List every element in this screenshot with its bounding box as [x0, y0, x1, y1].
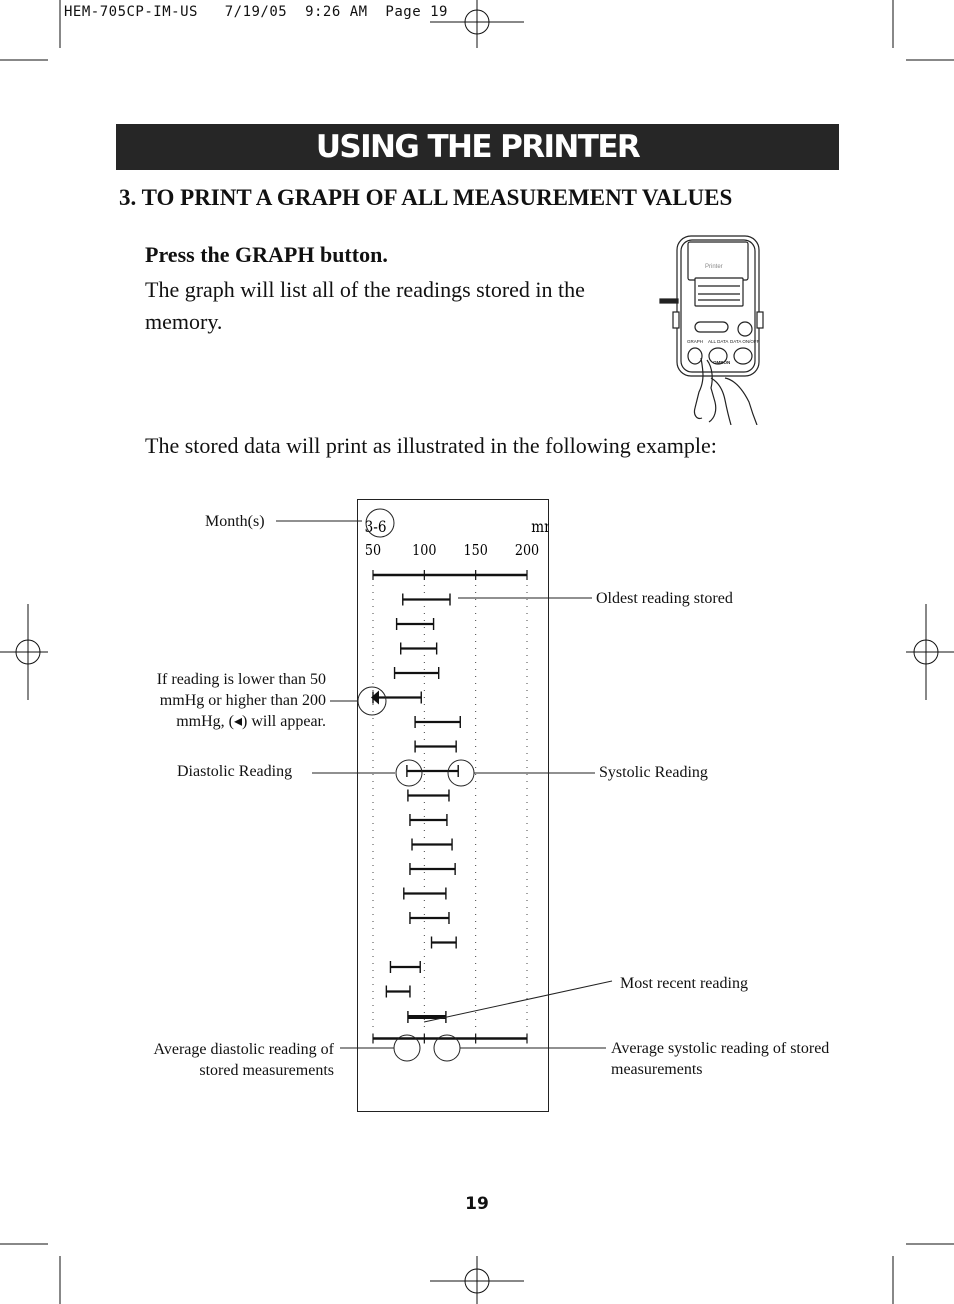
callout-oldest: Oldest reading stored — [596, 588, 733, 609]
callout-diastolic: Diastolic Reading — [177, 761, 292, 782]
callout-out-of-range-tail: ) will appear. — [242, 713, 326, 730]
callout-out-of-range: If reading is lower than 50 mmHg or high… — [126, 669, 326, 732]
page-number: 19 — [0, 1194, 954, 1214]
callout-months: Month(s) — [205, 511, 265, 532]
callout-average-diastolic: Average diastolic reading of stored meas… — [120, 1039, 334, 1081]
callout-systolic: Systolic Reading — [599, 762, 708, 783]
callout-most-recent: Most recent reading — [620, 973, 748, 994]
left-arrow-icon: ◂ — [234, 713, 242, 730]
callout-average-systolic: Average systolic reading of stored measu… — [611, 1038, 831, 1080]
